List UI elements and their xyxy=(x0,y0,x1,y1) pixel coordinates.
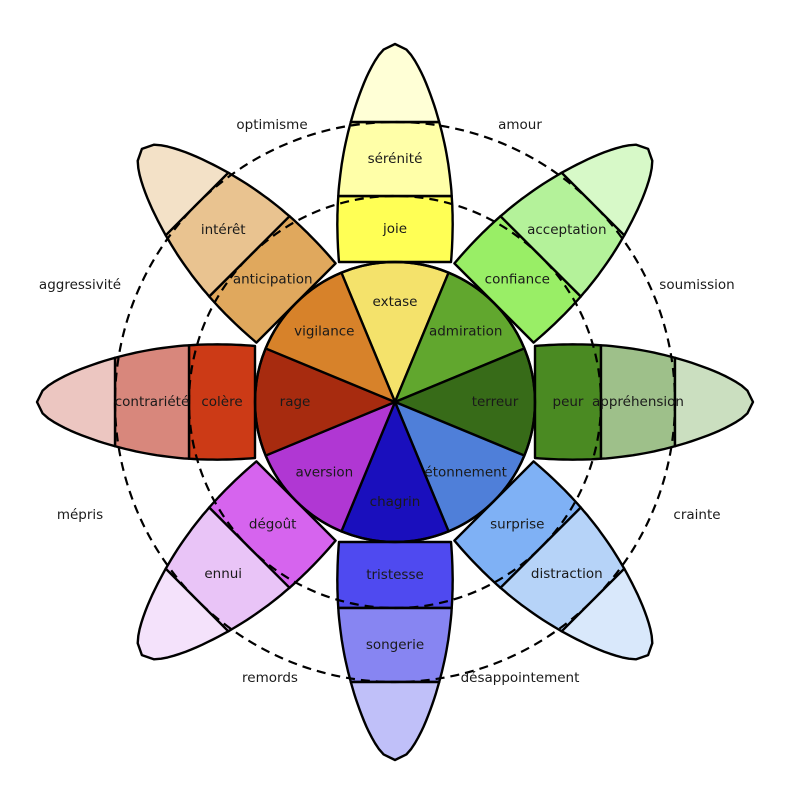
emotion-label: tristesse xyxy=(366,567,424,583)
segment-band-3 xyxy=(136,143,230,237)
segment-band-3 xyxy=(35,356,117,448)
emotion-label: vigilance xyxy=(294,323,354,339)
emotion-label: contrariété xyxy=(115,394,190,410)
emotion-label: colère xyxy=(201,394,242,410)
emotion-label: rage xyxy=(280,394,311,410)
petal-joie xyxy=(336,42,454,404)
emotion-label: acceptation xyxy=(527,222,606,238)
emotion-label: surprise xyxy=(490,516,544,532)
dyad-labels: amour soumission crainte désappointement… xyxy=(39,117,735,686)
emotion-label: extase xyxy=(373,294,418,310)
dyad-label: crainte xyxy=(673,507,720,523)
emotion-label: étonnement xyxy=(424,465,507,481)
emotion-label: peur xyxy=(553,394,584,410)
inner-dashed-circle xyxy=(187,194,603,610)
segment-band-3 xyxy=(349,680,441,762)
petal-colre xyxy=(35,343,397,461)
segment-band-3 xyxy=(136,567,230,661)
emotion-label: chagrin xyxy=(370,494,421,510)
dyad-label: amour xyxy=(498,117,542,133)
dyad-label: remords xyxy=(242,670,298,686)
emotion-label: terreur xyxy=(472,394,519,410)
core-circle-outline xyxy=(253,260,537,544)
petal-dgot xyxy=(136,400,397,661)
emotion-label: confiance xyxy=(485,272,550,288)
dyad-label: optimisme xyxy=(236,117,307,133)
petals-group xyxy=(35,42,755,762)
emotion-label: distraction xyxy=(531,566,603,582)
petal-peur xyxy=(393,343,755,461)
segment-band-3 xyxy=(560,567,654,661)
segment-band-3 xyxy=(349,42,441,124)
dashed-guide-circles xyxy=(113,120,677,684)
outer-dashed-circle xyxy=(113,120,677,684)
dyad-label: soumission xyxy=(659,277,734,293)
emotion-label: dégoût xyxy=(249,516,297,532)
dyad-label: aggressivité xyxy=(39,277,121,293)
emotion-labels: extase joie sérénité admiration confiance acc… xyxy=(115,151,684,653)
petal-tristesse xyxy=(336,400,454,762)
emotion-label: joie xyxy=(382,221,407,237)
dyad-label: désappointement xyxy=(461,670,580,686)
segment-band-3 xyxy=(673,356,755,448)
emotion-label: anticipation xyxy=(233,272,313,288)
emotion-label: intérêt xyxy=(201,222,246,238)
petal-anticipation xyxy=(136,143,397,404)
emotion-label: appréhension xyxy=(592,394,684,410)
dyad-label: mépris xyxy=(57,507,103,523)
emotion-label: songerie xyxy=(366,637,424,653)
emotion-label: ennui xyxy=(204,566,242,582)
emotion-label: sérénité xyxy=(368,151,423,167)
emotion-label: aversion xyxy=(295,465,353,481)
segment-band-3 xyxy=(560,143,654,237)
emotion-label: admiration xyxy=(429,323,502,339)
